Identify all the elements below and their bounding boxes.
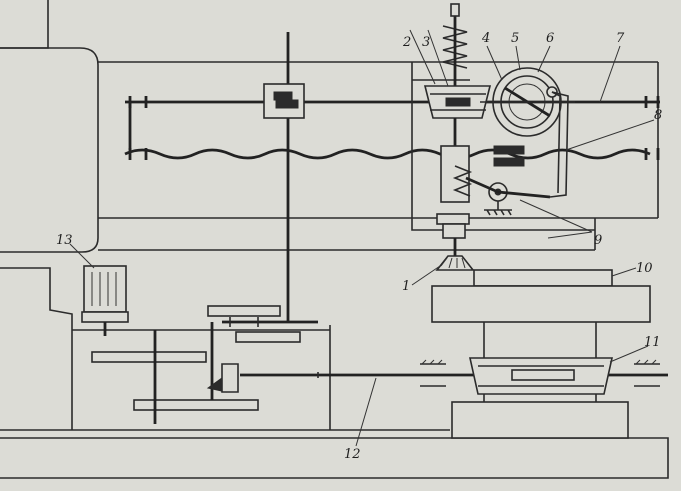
- label-3: 3: [422, 35, 430, 50]
- motor: [81, 265, 129, 336]
- label-9: 9: [594, 233, 602, 248]
- cam-mechanism: [465, 67, 575, 216]
- left-column: [0, 0, 331, 430]
- label-10: 10: [636, 261, 653, 276]
- leader-lines: [69, 29, 655, 447]
- work-table: [431, 269, 651, 439]
- label-4: 4: [481, 31, 490, 46]
- tool-head: [411, 3, 595, 271]
- machine-base: [0, 429, 669, 479]
- label-5: 5: [511, 31, 519, 46]
- label-8: 8: [654, 108, 662, 123]
- label-1: 1: [402, 279, 410, 294]
- cross-rail: [98, 61, 659, 251]
- label-11: 11: [644, 335, 661, 350]
- callout-labels: 2 3 4 5 6 7 8 9 1 10 11 12 13: [56, 31, 662, 462]
- label-2: 2: [402, 35, 411, 50]
- vertical-shaft: [263, 32, 305, 322]
- lead-screw: [124, 148, 660, 160]
- label-12: 12: [344, 447, 361, 462]
- label-6: 6: [546, 31, 554, 46]
- label-7: 7: [616, 31, 625, 46]
- table-drive: [240, 357, 668, 395]
- gearbox: [91, 305, 318, 424]
- upper-shaft: [125, 96, 660, 150]
- label-13: 13: [56, 233, 73, 248]
